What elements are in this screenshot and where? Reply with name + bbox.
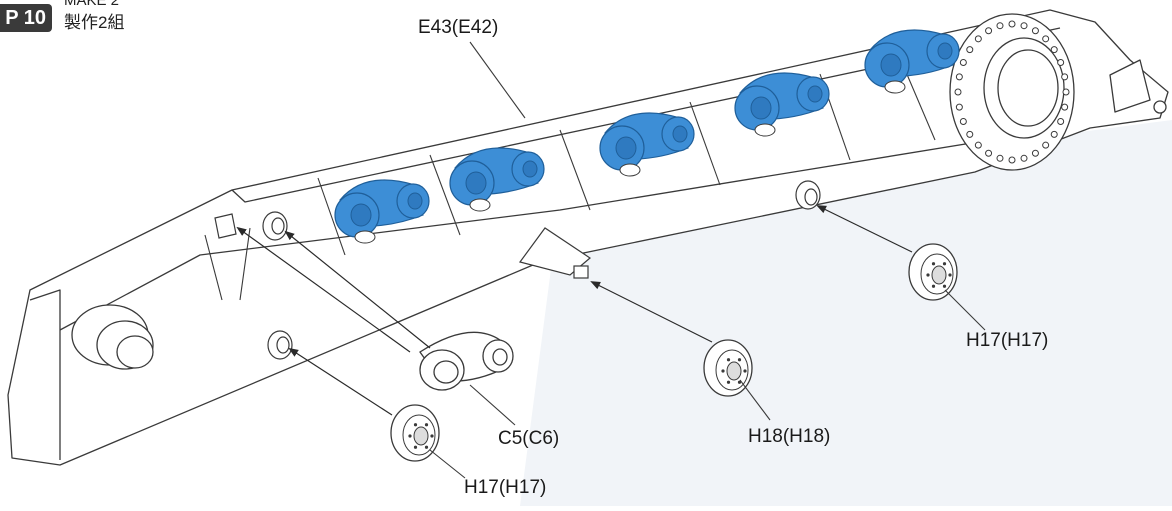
callout-h17-right: H17(H17) bbox=[966, 330, 1049, 351]
sprocket-bolt-ring bbox=[954, 20, 1070, 164]
bolt bbox=[1020, 154, 1028, 162]
bolt bbox=[985, 149, 993, 157]
bolt bbox=[1050, 130, 1058, 138]
bolt bbox=[959, 118, 967, 126]
suspension-arms-e43 bbox=[334, 29, 960, 244]
bolt bbox=[996, 154, 1004, 162]
arrowhead-icon bbox=[816, 205, 913, 253]
road-wheels bbox=[390, 243, 958, 462]
suspension-arm bbox=[734, 72, 830, 137]
bolt bbox=[966, 130, 974, 138]
bolt bbox=[954, 88, 962, 96]
suspension-arm bbox=[449, 147, 545, 212]
road-wheel bbox=[908, 243, 958, 301]
road-wheel bbox=[703, 339, 753, 397]
bolt bbox=[1050, 46, 1058, 54]
c5-leader-line bbox=[469, 384, 516, 426]
bolt bbox=[1008, 156, 1016, 164]
bolt bbox=[1062, 88, 1070, 96]
h17-right-leader-line bbox=[944, 289, 986, 331]
h17-bottom-leader-line bbox=[429, 449, 466, 479]
bolt bbox=[1061, 103, 1069, 111]
idler-mount bbox=[71, 304, 154, 370]
bolt bbox=[974, 141, 982, 149]
arrowhead-icon bbox=[288, 347, 393, 416]
callout-h18: H18(H18) bbox=[748, 426, 831, 447]
bolt bbox=[955, 103, 963, 111]
bolt bbox=[1020, 22, 1028, 30]
bolt bbox=[1061, 73, 1069, 81]
e43-leader-line bbox=[469, 41, 526, 119]
bolt bbox=[1008, 20, 1016, 28]
h18-leader-line bbox=[739, 379, 771, 421]
bolt bbox=[955, 73, 963, 81]
bolt bbox=[1031, 149, 1039, 157]
bolt bbox=[1057, 118, 1065, 126]
assembly-arrows bbox=[236, 205, 913, 416]
arrowhead-icon bbox=[284, 230, 431, 349]
make-label-en: MAKE 2 bbox=[64, 0, 120, 9]
road-wheel bbox=[390, 404, 440, 462]
roller-stubs bbox=[214, 180, 821, 360]
arrowhead-icon bbox=[236, 226, 411, 353]
bolt bbox=[974, 35, 982, 43]
suspension-arm bbox=[599, 112, 695, 177]
bolt bbox=[1057, 58, 1065, 66]
callout-h17-bottom: H17(H17) bbox=[464, 477, 547, 498]
bolt bbox=[966, 46, 974, 54]
callout-e43: E43(E42) bbox=[418, 17, 499, 38]
bolt bbox=[1031, 27, 1039, 35]
sprocket-housing bbox=[949, 13, 1075, 171]
suspension-arm bbox=[864, 29, 960, 94]
bolt bbox=[959, 58, 967, 66]
step-number-badge: P 10 bbox=[0, 4, 52, 32]
bolt bbox=[1042, 35, 1050, 43]
bolt bbox=[985, 27, 993, 35]
suspension-arm-c5 bbox=[419, 331, 514, 391]
bolt bbox=[996, 22, 1004, 30]
arrowhead-icon bbox=[590, 281, 713, 343]
make-label-cn: 製作2組 bbox=[64, 13, 125, 32]
bolt bbox=[1042, 141, 1050, 149]
suspension-arm bbox=[334, 179, 430, 244]
callout-c5: C5(C6) bbox=[498, 428, 560, 449]
